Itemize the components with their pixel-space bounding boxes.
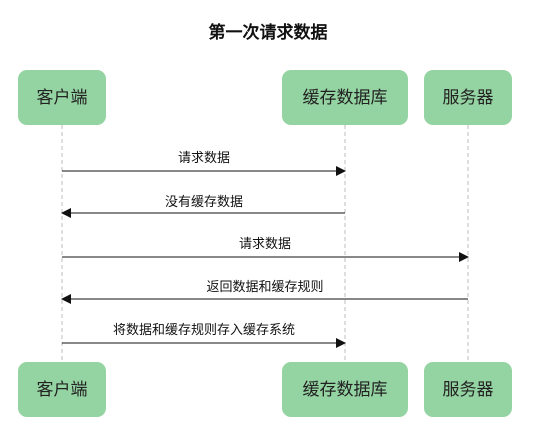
- actor-server-bottom: 服务器: [424, 362, 512, 417]
- message-label: 请求数据: [239, 237, 291, 252]
- actor-cache-bottom: 缓存数据库: [282, 362, 408, 417]
- actor-client-bottom: 客户端: [18, 362, 106, 417]
- actor-box: [18, 362, 106, 417]
- actor-label: 客户端: [37, 380, 88, 400]
- message-label: 没有缓存数据: [165, 195, 243, 210]
- actor-label: 缓存数据库: [303, 88, 388, 108]
- actor-box: [424, 70, 512, 125]
- actor-label: 服务器: [443, 380, 494, 400]
- message-4: 返回数据和缓存规则: [61, 280, 468, 304]
- message-3: 请求数据: [62, 237, 469, 262]
- actor-label: 服务器: [443, 88, 494, 108]
- message-label: 将数据和缓存规则存入缓存系统: [113, 323, 295, 338]
- message-label: 返回数据和缓存规则: [206, 280, 323, 295]
- diagram-title: 第一次请求数据: [209, 22, 328, 43]
- actor-box: [18, 70, 106, 125]
- message-label: 请求数据: [178, 151, 230, 166]
- actor-server-top: 服务器: [424, 70, 512, 125]
- actor-box: [424, 362, 512, 417]
- actor-box: [282, 70, 408, 125]
- actor-box: [282, 362, 408, 417]
- actor-label: 客户端: [37, 88, 88, 108]
- actor-client-top: 客户端: [18, 70, 106, 125]
- lifelines: [61, 125, 469, 362]
- message-1: 请求数据: [62, 151, 346, 176]
- actor-label: 缓存数据库: [303, 380, 388, 400]
- message-2: 没有缓存数据: [61, 195, 345, 218]
- actor-cache-top: 缓存数据库: [282, 70, 408, 125]
- message-5: 将数据和缓存规则存入缓存系统: [62, 323, 346, 348]
